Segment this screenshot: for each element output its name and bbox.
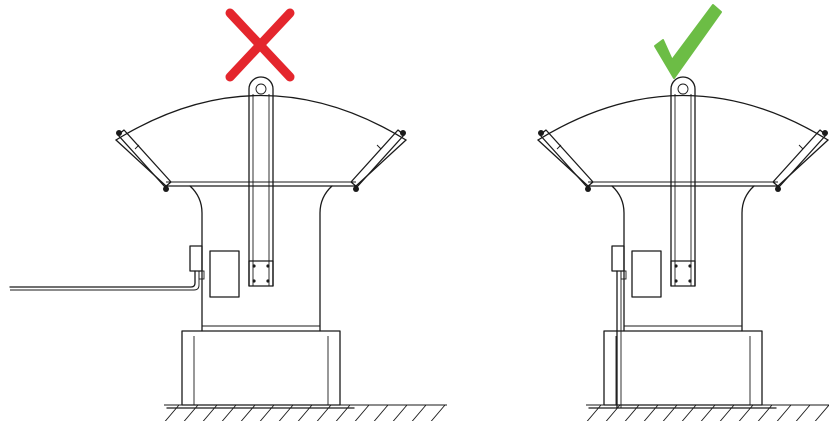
panel-correct: [537, 4, 829, 421]
green-checkmark-icon: [654, 4, 722, 79]
panel-incorrect: [9, 8, 448, 421]
cable-horizontal-incorrect: [9, 270, 196, 288]
red-cross-icon: [225, 8, 295, 82]
